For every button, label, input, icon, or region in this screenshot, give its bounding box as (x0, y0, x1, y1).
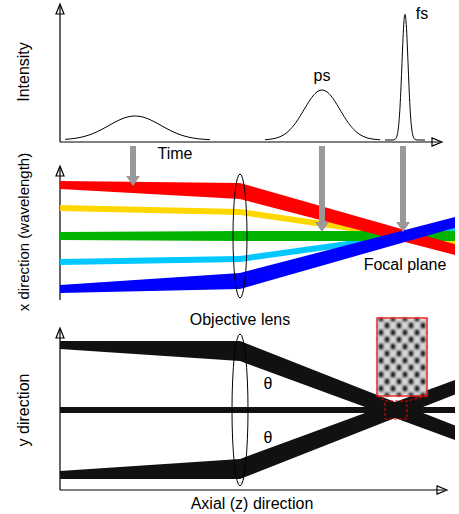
axis-arrowhead (56, 328, 64, 338)
text-label: Axial (z) direction (191, 495, 314, 513)
axis-line (60, 141, 440, 142)
text-label: θ (264, 429, 273, 447)
text-label: Focal plane (364, 256, 447, 274)
correspondence-arrow (315, 146, 329, 232)
inset-leader (377, 396, 385, 401)
light-beam (60, 407, 455, 413)
text-label: Objective lens (190, 311, 291, 329)
text-label: Time (158, 145, 193, 163)
text-label: Intensity (15, 42, 33, 102)
axis-arrowhead (432, 138, 442, 146)
text-label: θ (264, 375, 273, 393)
pulse-curve (265, 90, 380, 140)
objective-lens (233, 174, 247, 298)
correspondence-arrow (126, 146, 140, 186)
text-label: x direction (wavelength) (16, 153, 33, 311)
text-label: y direction (15, 374, 33, 447)
text-label: ps (314, 67, 331, 85)
objective-lens (232, 334, 248, 486)
axis-arrowhead (56, 166, 64, 176)
correspondence-arrow (396, 146, 410, 232)
focal-pattern-inset (377, 318, 427, 396)
axis-arrowhead (56, 4, 64, 14)
focal-region-box (385, 401, 407, 419)
axis-line (60, 489, 445, 490)
pulse-curve (65, 116, 210, 140)
inset-leader (407, 396, 427, 401)
pulse-curve (385, 14, 425, 140)
text-label: fs (416, 5, 428, 23)
axis-line (59, 6, 60, 142)
axis-arrowhead (437, 486, 447, 494)
inset-frame (377, 318, 427, 396)
light-beam (60, 217, 455, 293)
